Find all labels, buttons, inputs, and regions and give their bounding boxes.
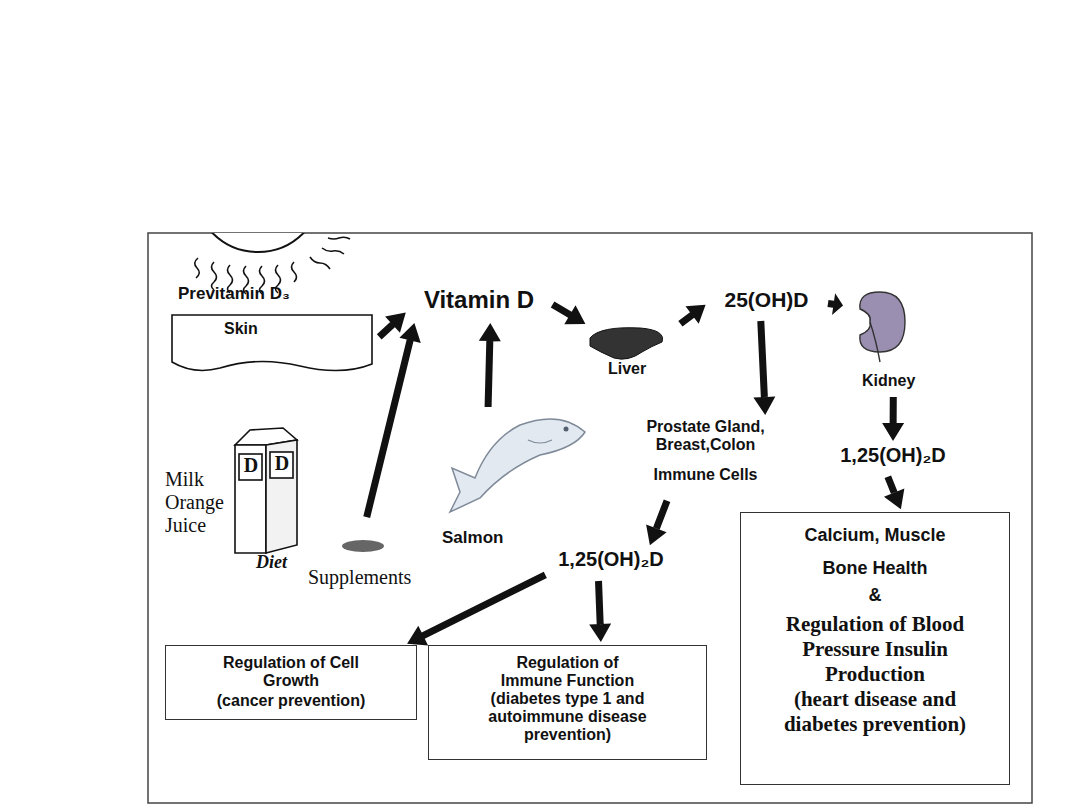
sun [194,233,322,252]
panel-frame [148,233,1032,803]
node-text: Regulation of Blood Pressure Insulin Pro… [773,612,978,687]
supplement-node: Supplements [306,520,456,591]
flow-arrow [678,305,705,327]
node-text: Vitamin D [408,286,550,314]
node-text: Regulation of Immune Function [485,654,650,690]
node-text: Kidney [862,372,915,390]
node-text: & [749,585,1001,606]
flow-arrow [551,302,586,325]
node-text: D [271,452,293,475]
skin-node: Previtamin D₃ Skin [172,280,377,375]
flow-arrow [363,323,420,518]
effect-box: Regulation of Cell Growth (cancer prevent… [165,645,417,720]
diet-node: DDMilk Orange JuiceDiet [160,428,305,575]
node-text: Immune Cells [612,466,799,484]
vitamin-label: Vitamin D [408,286,550,320]
node-text: Previtamin D₃ [178,284,290,304]
metabolite-label: 1,25(OH)₂D [830,444,956,474]
salmon-node: Salmon [440,410,600,550]
effect-box: Regulation of Immune Function(diabetes t… [428,645,707,760]
flow-arrow [753,321,775,415]
node-text: Skin [224,320,258,338]
flow-arrow [479,323,501,407]
liver-node: Liver [588,300,678,385]
supplement-pill [342,540,384,552]
effect-box: Calcium, MuscleBone Health & Regulation of… [740,512,1010,785]
node-text: (cancer prevention) [174,692,408,710]
skin-layer [172,315,372,371]
node-text: Calcium, Muscle [749,525,1001,546]
kidney-node: Kidney [846,284,932,394]
node-text: 25(OH)D [708,288,825,312]
node-text: Bone Health [749,558,1001,579]
node-text: Salmon [442,528,503,548]
node-text: (heart disease and diabetes prevention) [763,687,988,737]
flow-arrow [589,581,611,642]
flow-arrow [827,293,843,315]
node-text: 1,25(OH)₂D [548,548,674,571]
node-text: (diabetes type 1 and autoimmune disease … [460,690,675,744]
node-text: D [240,454,262,477]
flow-arrow [884,475,904,509]
node-text: Milk Orange Juice [165,468,237,537]
flow-arrow [407,572,547,646]
metabolite-label: 25(OH)D [708,288,825,318]
metabolite-label: 1,25(OH)₂D [548,548,674,578]
kidney-icon [860,292,905,362]
flow-arrow [377,313,406,340]
node-text: Diet [256,552,287,573]
salmon-fish [450,419,585,512]
node-text: Supplements [308,566,411,589]
flow-arrow [646,500,670,546]
node-text: Liver [608,360,646,378]
node-text: Prostate Gland, Breast,Colon [612,418,799,454]
liver-icon [590,328,663,359]
node-text: 1,25(OH)₂D [830,444,956,467]
node-text: Regulation of Cell Growth [216,654,366,690]
tissue-label: Prostate Gland, Breast,ColonImmune Cells [612,418,799,498]
milk-carton [235,428,297,553]
flow-arrow [882,397,904,441]
